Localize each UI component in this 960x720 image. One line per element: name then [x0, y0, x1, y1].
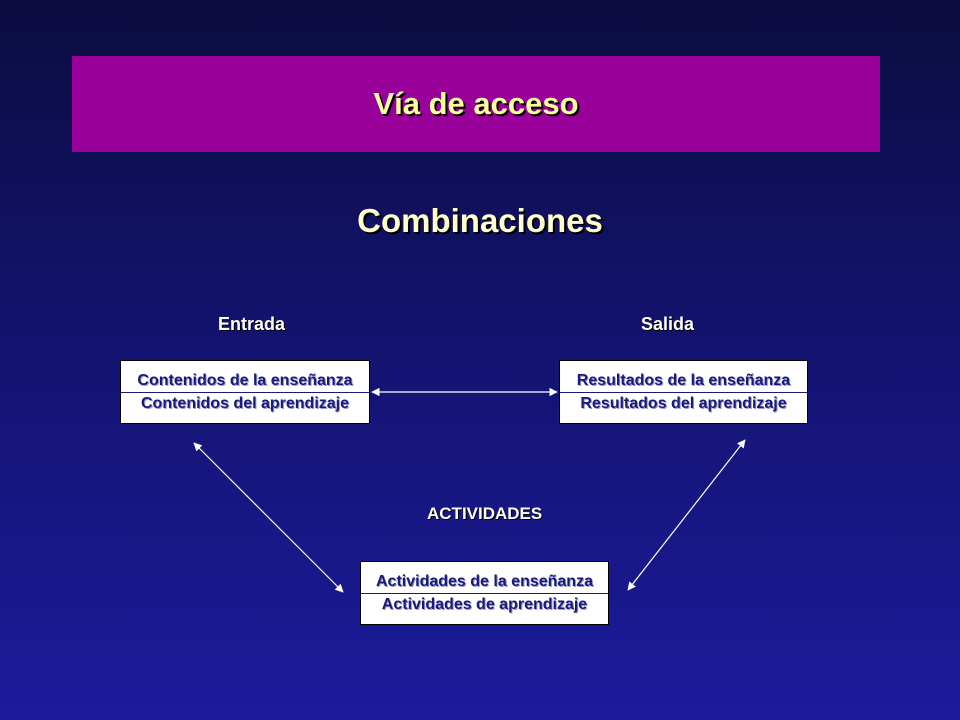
slide-subtitle: Combinaciones [357, 202, 603, 239]
box-contenidos-divider [121, 391, 369, 393]
arrow-contenidos-actividades [193, 442, 344, 593]
box-resultados-line1: Resultados de la enseñanza [576, 371, 791, 389]
slide-title: Vía de acceso [373, 86, 579, 121]
box-actividades: Actividades de la enseñanza Actividades … [360, 561, 609, 625]
box-resultados-divider [560, 391, 807, 393]
box-contenidos-line1: Contenidos de la enseñanza [137, 371, 353, 389]
box-resultados-line2: Resultados del aprendizaje [580, 394, 787, 412]
arrow-resultados-actividades [627, 439, 746, 591]
label-salida: Salida [641, 314, 695, 334]
box-contenidos-line2: Contenidos del aprendizaje [140, 394, 350, 412]
title-bar: Vía de acceso [72, 56, 880, 152]
box-actividades-line2: Actividades de aprendizaje [381, 595, 588, 613]
label-entrada: Entrada [218, 314, 286, 334]
box-contenidos: Contenidos de la enseñanza Contenidos de… [120, 360, 370, 424]
box-actividades-divider [361, 592, 608, 594]
box-actividades-line1: Actividades de la enseñanza [376, 572, 593, 590]
label-actividades: ACTIVIDADES [427, 504, 543, 523]
box-resultados: Resultados de la enseñanza Resultados de… [559, 360, 808, 424]
